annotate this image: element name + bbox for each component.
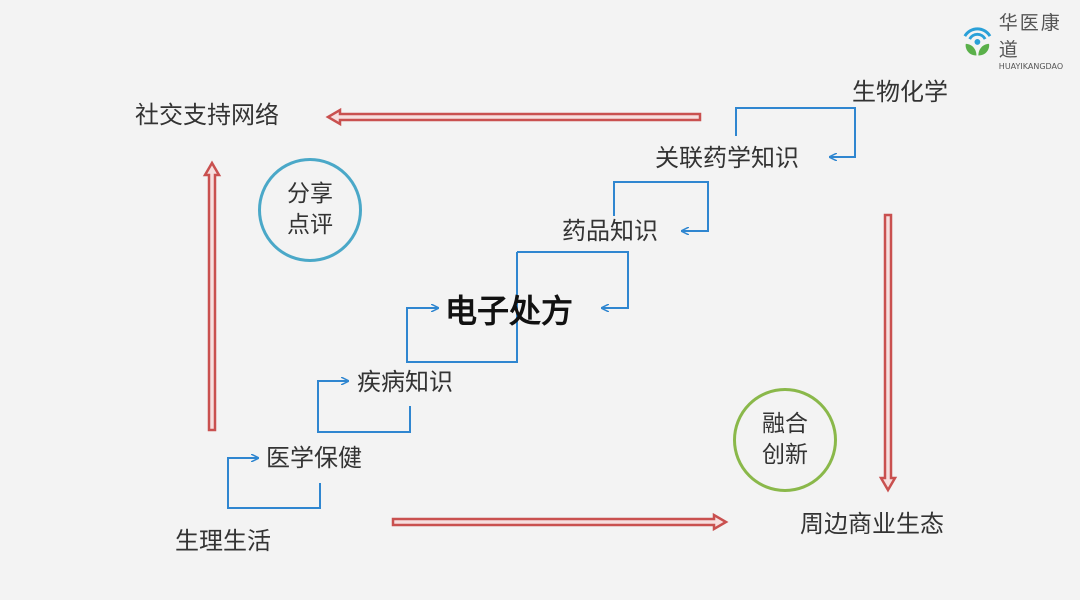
connector-related-drug: [613, 181, 709, 231]
connector-disease-eprescription: [406, 252, 518, 363]
circle-share-line2: 点评: [287, 212, 333, 238]
node-disease: 疾病知识: [357, 368, 453, 396]
node-healthcare: 医学保健: [266, 444, 362, 472]
circle-share-review: 分享 点评: [258, 158, 362, 262]
logo-icon: [963, 26, 992, 55]
connector-drug-eprescription: [517, 251, 629, 308]
circle-fusion-innovation: 融合 创新: [733, 388, 837, 492]
connector-biochem-related: [735, 107, 856, 157]
node-social: 社交支持网络: [135, 101, 279, 129]
circle-innovate-line1: 融合: [762, 410, 808, 437]
connector-life-healthcare: [227, 458, 321, 509]
red-arrow-left: [325, 107, 702, 127]
node-eprescription: 电子处方: [445, 292, 574, 330]
node-business: 周边商业生态: [800, 510, 944, 538]
connector-healthcare-disease: [317, 381, 411, 433]
node-drug: 药品知识: [562, 217, 658, 245]
node-biochem: 生物化学: [852, 78, 948, 106]
red-arrow-down: [878, 213, 898, 493]
red-arrow-right: [391, 512, 729, 532]
node-related-pharma: 关联药学知识: [655, 144, 799, 172]
logo-name: 华医康道: [998, 12, 1062, 61]
blue-connectors: [227, 107, 856, 509]
circle-share-line1: 分享: [287, 180, 333, 207]
node-life: 生理生活: [175, 527, 271, 555]
circle-innovate-line2: 创新: [762, 442, 808, 468]
red-arrow-up: [202, 160, 222, 432]
logo: 华医康道 HUAYIKANGDAO: [960, 8, 1080, 71]
logo-subtitle: HUAYIKANGDAO: [998, 62, 1064, 71]
